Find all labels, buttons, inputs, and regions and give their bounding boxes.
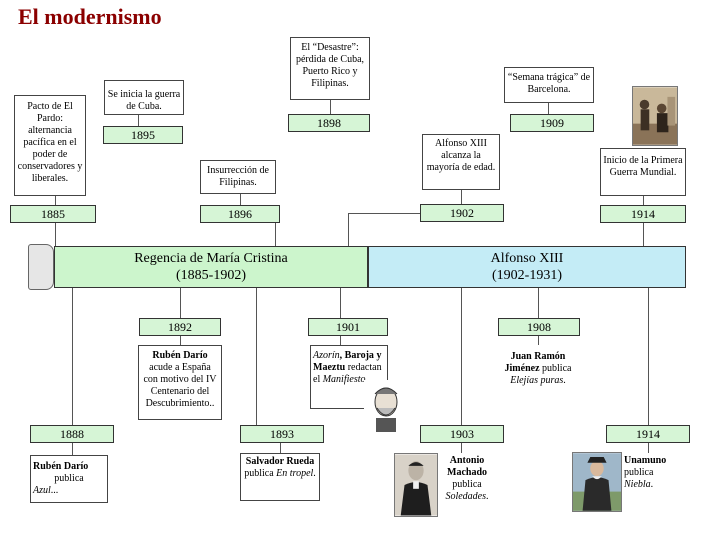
event-rueda: Salvador Rueda publica En tropel. bbox=[240, 453, 320, 501]
connector-line bbox=[348, 213, 420, 214]
year-1892: 1892 bbox=[139, 318, 221, 336]
author-name: Juan Ramón bbox=[510, 351, 566, 362]
event-unamuno: Unamuno publica Niebla. bbox=[622, 453, 668, 497]
author-surname: Jiménez bbox=[504, 363, 540, 374]
author-name: Antonio Machado bbox=[447, 455, 487, 478]
portrait-photo bbox=[364, 380, 408, 432]
historical-photo bbox=[632, 86, 678, 146]
event-dario-1888: Rubén Darío publica Azul... bbox=[30, 455, 108, 503]
connector-line bbox=[548, 103, 549, 115]
year-1908: 1908 bbox=[498, 318, 580, 336]
punct: ... bbox=[50, 485, 59, 496]
band-alfonso: Alfonso XIII (1902-1931) bbox=[368, 246, 686, 288]
author-name: Salvador Rueda bbox=[245, 456, 315, 467]
punct: . bbox=[563, 375, 566, 386]
connector-line bbox=[280, 443, 281, 453]
year-1895: 1895 bbox=[103, 126, 183, 144]
author-name: Rubén Darío bbox=[152, 350, 208, 361]
author-name: Unamuno bbox=[624, 455, 667, 466]
year-1914: 1914 bbox=[600, 205, 686, 223]
connector-line bbox=[55, 196, 56, 206]
author-baroja: Baroja bbox=[344, 350, 374, 361]
portrait-photo bbox=[572, 452, 622, 512]
punct: . bbox=[486, 491, 489, 502]
work-title: Azul bbox=[33, 485, 51, 496]
event-alfonso-mayoria: Alfonso XIII alcanza la mayoría de edad. bbox=[422, 134, 500, 190]
work-title: Manifiesto bbox=[322, 374, 366, 385]
event-text: publica bbox=[624, 467, 654, 478]
event-text: redactan el bbox=[313, 362, 382, 385]
year-1893: 1893 bbox=[240, 425, 324, 443]
author-azorin: Azorín bbox=[313, 350, 340, 361]
event-primera-guerra-mundial: Inicio de la Primera Guerra Mundial. bbox=[600, 148, 686, 196]
punct: . bbox=[365, 374, 369, 385]
event-machado: Antonio Machado publica Soledades. bbox=[440, 453, 494, 511]
connector-line bbox=[340, 288, 341, 318]
connector-line bbox=[538, 335, 539, 345]
connector-line bbox=[340, 335, 341, 345]
band-regencia-years: (1885-1902) bbox=[176, 268, 246, 283]
punct: . bbox=[313, 468, 316, 479]
event-insurreccion-filipinas: Insurrección de Filipinas. bbox=[200, 160, 276, 194]
event-text: publica bbox=[244, 468, 274, 479]
connector-line bbox=[461, 190, 462, 204]
scroll-decoration bbox=[28, 244, 54, 290]
page-title: El modernismo bbox=[18, 4, 162, 29]
year-1898: 1898 bbox=[288, 114, 370, 132]
work-title: Soledades bbox=[445, 491, 487, 502]
event-dario-1892: Rubén Darío acude a España con motivo de… bbox=[138, 345, 222, 420]
connector-line bbox=[240, 194, 241, 206]
connector-line bbox=[275, 220, 276, 246]
sep: , bbox=[339, 350, 345, 361]
sep: y bbox=[373, 350, 382, 361]
work-title: Niebla bbox=[624, 479, 651, 490]
event-pacto-el-pardo: Pacto de El Pardo: alternancia pacífica … bbox=[14, 95, 86, 196]
connector-line bbox=[648, 443, 649, 453]
connector-line bbox=[55, 220, 56, 246]
band-regencia: Regencia de María Cristina (1885-1902) bbox=[54, 246, 368, 288]
event-manifiesto: Azorín, Baroja y Maeztu redactan el Mani… bbox=[310, 345, 388, 409]
author-maeztu: Maeztu bbox=[313, 362, 346, 373]
event-desastre: El “Desastre”: pérdida de Cuba, Puerto R… bbox=[290, 37, 370, 100]
event-text: publica bbox=[54, 473, 84, 484]
connector-line bbox=[180, 288, 181, 318]
band-alfonso-name: Alfonso XIII bbox=[490, 251, 564, 266]
year-1902: 1902 bbox=[420, 204, 504, 222]
event-semana-tragica: “Semana trágica” de Barcelona. bbox=[504, 67, 594, 103]
connector-line bbox=[348, 213, 349, 246]
band-alfonso-years: (1902-1931) bbox=[492, 268, 562, 283]
connector-line bbox=[643, 196, 644, 206]
connector-line bbox=[461, 443, 462, 453]
connector-line bbox=[643, 220, 644, 246]
connector-line bbox=[461, 288, 462, 425]
author-name: Rubén Darío bbox=[33, 461, 89, 472]
punct: . bbox=[650, 479, 654, 490]
event-text: acude a España con motivo del IV Centena… bbox=[143, 362, 217, 409]
connector-line bbox=[648, 288, 649, 425]
connector-line bbox=[180, 335, 181, 345]
year-1914-b: 1914 bbox=[606, 425, 690, 443]
year-1901: 1901 bbox=[308, 318, 388, 336]
portrait-photo bbox=[394, 453, 438, 517]
connector-line bbox=[72, 443, 73, 455]
year-1885: 1885 bbox=[10, 205, 96, 223]
year-1903: 1903 bbox=[420, 425, 504, 443]
connector-line bbox=[330, 100, 331, 114]
work-title: Elejías puras bbox=[510, 375, 564, 386]
event-guerra-cuba: Se inicia la guerra de Cuba. bbox=[104, 80, 184, 115]
year-1888: 1888 bbox=[30, 425, 114, 443]
band-regencia-name: Regencia de María Cristina bbox=[134, 251, 288, 266]
connector-line bbox=[72, 288, 73, 425]
year-1909: 1909 bbox=[510, 114, 594, 132]
connector-line bbox=[256, 288, 257, 425]
event-text: publica bbox=[452, 479, 482, 490]
connector-line bbox=[138, 115, 139, 127]
work-title: En tropel bbox=[276, 468, 314, 479]
event-jimenez: Juan Ramón Jiménez publica Elejías puras… bbox=[498, 345, 578, 395]
event-text: publica bbox=[542, 363, 572, 374]
year-1896: 1896 bbox=[200, 205, 280, 223]
connector-line bbox=[538, 288, 539, 318]
